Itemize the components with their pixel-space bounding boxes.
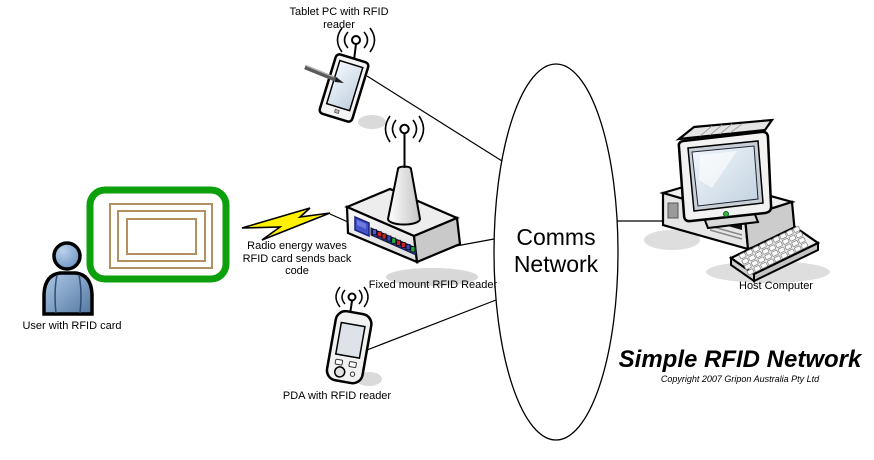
- monitor-vents: [699, 123, 743, 137]
- lightning-bolt-icon: [241, 207, 331, 241]
- rf-signal-icon: [384, 115, 425, 143]
- pda-screen: [334, 321, 366, 360]
- comms-network-label-line1: Comms: [516, 224, 596, 250]
- tablet-shadow: [358, 115, 386, 129]
- case-slot-line: [709, 229, 743, 240]
- keyboard-keys: [738, 226, 809, 276]
- comms-network-label-line2: Network: [513, 251, 599, 277]
- pda-button-right: [348, 361, 357, 368]
- case-vent: [667, 202, 679, 219]
- radio-annotation-line2: RFID card sends back: [242, 252, 352, 265]
- reader-antenna-cone: [386, 165, 422, 226]
- card-outline: [86, 186, 230, 283]
- reader-to-network-line: [455, 238, 495, 247]
- tablet-to-network-line: [366, 75, 503, 162]
- user-collar-line: [54, 274, 58, 314]
- card-coil-outer: [109, 203, 213, 269]
- diagram-title: Simple RFID Network: [618, 346, 862, 373]
- host-label: Host Computer: [739, 280, 813, 292]
- user-head: [52, 241, 82, 271]
- radio-annotation-line3: code: [285, 265, 309, 277]
- comms-network-label: Comms Network: [496, 224, 616, 278]
- reader-leds: [372, 229, 416, 253]
- card-coil-inner: [126, 218, 197, 255]
- pda-small-button: [349, 371, 356, 377]
- connector-lines: [329, 75, 663, 351]
- stylus-tip: [335, 77, 344, 83]
- pda-button-left: [334, 358, 344, 366]
- monitor-screen-glare: [699, 151, 737, 188]
- user-body: [42, 271, 94, 316]
- stylus-highlight: [305, 64, 335, 78]
- radio-annotation: Radio energy waves RFID card sends back …: [237, 240, 357, 278]
- reader-label: Fixed mount RFID Reader: [368, 279, 498, 291]
- rfid-card: [86, 186, 230, 283]
- comms-network-ellipse: [493, 63, 619, 441]
- tablet-label: Tablet PC with RFID reader: [289, 6, 389, 31]
- copyright-text: Copyright 2007 Gripon Australia Pty Ltd: [660, 374, 820, 384]
- reader-shadow: [386, 268, 478, 286]
- host-shadow: [644, 230, 700, 250]
- host-computer: [644, 118, 830, 283]
- user-label: User with RFID card: [22, 320, 122, 332]
- tablet-button: [333, 108, 340, 114]
- tablet-device: [304, 27, 386, 129]
- pda-device: [325, 286, 382, 386]
- user-collar-line: [78, 274, 82, 314]
- reader-display-glare: [357, 220, 366, 229]
- tablet-antenna: [353, 43, 357, 61]
- bolt-to-reader-line: [329, 213, 349, 223]
- radio-annotation-line1: Radio energy waves: [247, 240, 347, 252]
- user-figure: [42, 241, 94, 316]
- rf-signal-icon: [336, 27, 376, 53]
- tablet-screen: [325, 59, 364, 112]
- pda-nav-button: [333, 366, 346, 378]
- pda-to-network-line: [366, 299, 497, 351]
- pda-label: PDA with RFID reader: [282, 390, 392, 402]
- power-led: [723, 211, 729, 217]
- card-coil-middle: [117, 210, 206, 262]
- rf-signal-icon: [335, 286, 369, 308]
- fixed-reader-device: [344, 115, 478, 286]
- stylus-body: [304, 64, 338, 83]
